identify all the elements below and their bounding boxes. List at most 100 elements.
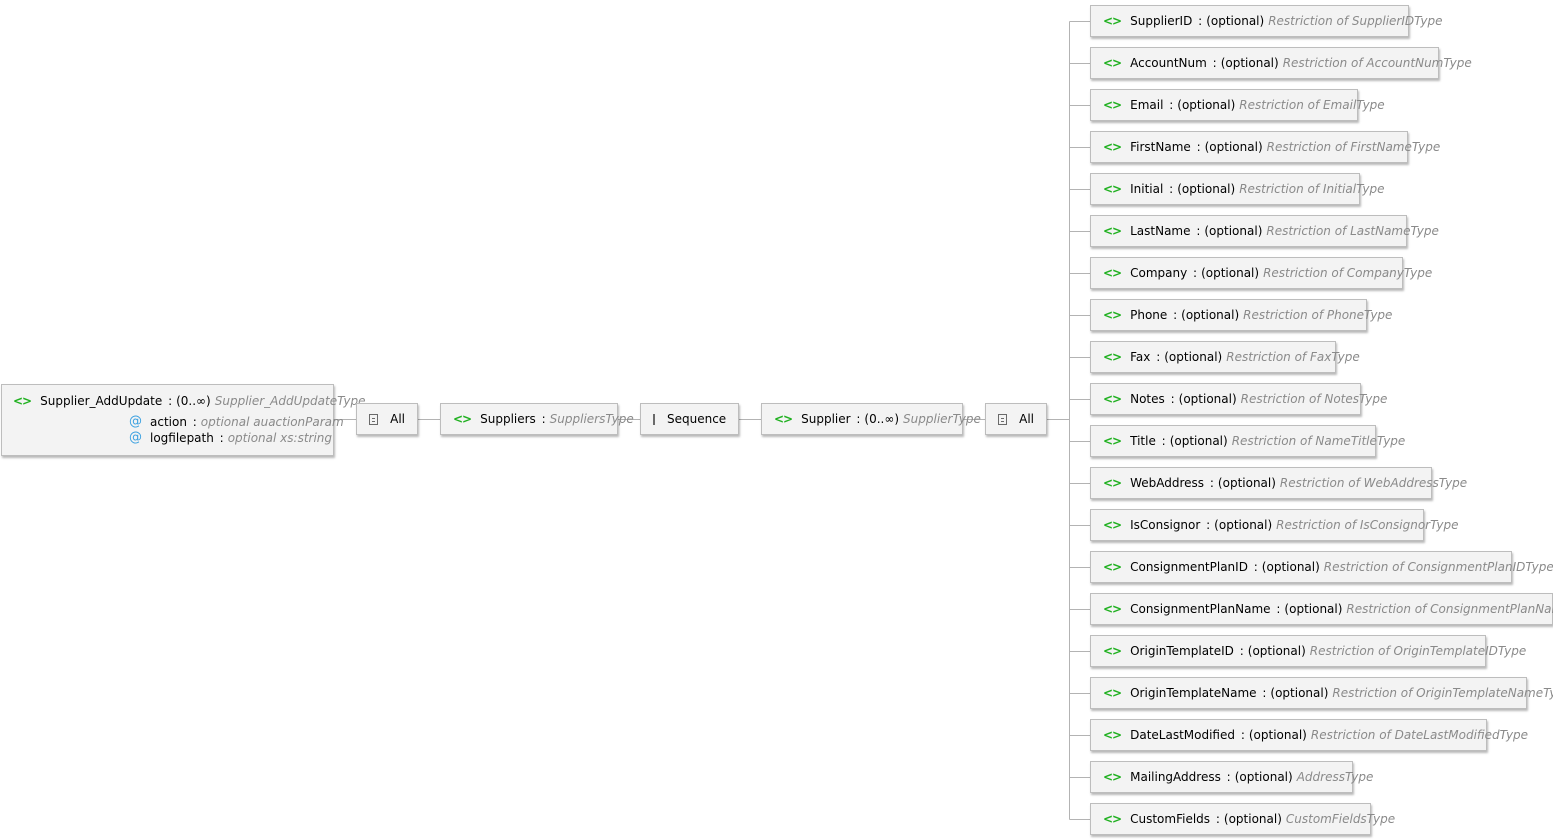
child-occurrence: (optional) <box>1248 728 1307 742</box>
child-occurrence: (optional) <box>1178 392 1237 406</box>
child-element-node[interactable]: <>LastName :(optional)Restriction of Las… <box>1090 215 1439 247</box>
root-type: Supplier_AddUpdateType <box>214 394 366 408</box>
sequence-compositor-node[interactable]: Sequence <box>640 403 739 435</box>
element-icon: <> <box>1103 434 1122 448</box>
child-type: Restriction of OriginTemplateIDType <box>1309 644 1527 658</box>
element-icon: <> <box>1103 308 1122 322</box>
element-icon: <> <box>1103 518 1122 532</box>
element-icon: <> <box>1103 140 1122 154</box>
child-element-node[interactable]: <>CustomFields :(optional)CustomFieldsTy… <box>1090 803 1395 835</box>
attribute-logfilepath[interactable]: @ logfilepath : optional xs:string <box>13 431 332 445</box>
compositor-label: All <box>390 412 405 426</box>
child-element-name: ConsignmentPlanName <box>1130 602 1271 616</box>
all-compositor-icon <box>998 413 1008 425</box>
element-icon: <> <box>774 412 793 426</box>
element-icon: <> <box>1103 476 1122 490</box>
child-occurrence: (optional) <box>1204 224 1263 238</box>
attribute-name: logfilepath <box>150 431 214 445</box>
child-element-node[interactable]: <>Company :(optional)Restriction of Comp… <box>1090 257 1432 289</box>
child-type: Restriction of AccountNumType <box>1282 56 1472 70</box>
child-type: Restriction of DateLastModifiedType <box>1310 728 1529 742</box>
child-element-node[interactable]: <>Initial :(optional)Restriction of Init… <box>1090 173 1385 205</box>
element-icon: <> <box>13 394 32 408</box>
element-icon: <> <box>1103 392 1122 406</box>
child-element-node[interactable]: <>Fax :(optional)Restriction of FaxType <box>1090 341 1360 373</box>
attribute-action[interactable]: @ action : optional auactionParam <box>13 414 344 429</box>
child-element-name: SupplierID <box>1130 14 1193 28</box>
child-element-node[interactable]: <>Phone :(optional)Restriction of PhoneT… <box>1090 299 1392 331</box>
child-occurrence: (optional) <box>1214 518 1273 532</box>
child-element-name: Initial <box>1130 182 1164 196</box>
element-icon: <> <box>1103 224 1122 238</box>
all-compositor-node[interactable]: All <box>985 403 1047 435</box>
attribute-name: action <box>150 415 187 429</box>
element-icon: <> <box>1103 686 1122 700</box>
child-type: Restriction of ConsignmentPlanNameType <box>1346 602 1553 616</box>
child-type: Restriction of EmailType <box>1239 98 1385 112</box>
child-type: Restriction of NotesType <box>1240 392 1388 406</box>
child-element-node[interactable]: <>Email :(optional)Restriction of EmailT… <box>1090 89 1385 121</box>
child-occurrence: (optional) <box>1270 686 1329 700</box>
child-element-node[interactable]: <>AccountNum :(optional)Restriction of A… <box>1090 47 1472 79</box>
child-occurrence: (optional) <box>1261 560 1320 574</box>
element-icon: <> <box>1103 350 1122 364</box>
child-element-node[interactable]: <>OriginTemplateID :(optional)Restrictio… <box>1090 635 1526 667</box>
child-element-node[interactable]: <>Notes :(optional)Restriction of NotesT… <box>1090 383 1387 415</box>
separator: : <box>164 394 173 408</box>
child-occurrence: (optional) <box>1164 350 1223 364</box>
suppliers-type: SuppliersType <box>549 412 634 426</box>
child-element-name: CustomFields <box>1130 812 1211 826</box>
root-element-name: Supplier_AddUpdate <box>40 394 163 408</box>
child-element-name: Fax <box>1130 350 1151 364</box>
child-element-node[interactable]: <>MailingAddress :(optional)AddressType <box>1090 761 1373 793</box>
child-occurrence: (optional) <box>1177 98 1236 112</box>
child-element-node[interactable]: <>OriginTemplateName :(optional)Restrict… <box>1090 677 1553 709</box>
element-icon: <> <box>1103 770 1122 784</box>
child-type: Restriction of InitialType <box>1239 182 1385 196</box>
separator: : <box>1169 308 1178 322</box>
separator: : <box>1258 686 1267 700</box>
separator: : <box>1235 644 1244 658</box>
child-element-name: AccountNum <box>1130 56 1207 70</box>
separator: : <box>1202 518 1211 532</box>
child-type: AddressType <box>1296 770 1374 784</box>
child-element-node[interactable]: <>SupplierID :(optional)Restriction of S… <box>1090 5 1443 37</box>
child-occurrence: (optional) <box>1169 434 1228 448</box>
child-element-node[interactable]: <>ConsignmentPlanName :(optional)Restric… <box>1090 593 1553 625</box>
supplier-occurrence: (0..∞) <box>864 412 900 426</box>
element-icon: <> <box>1103 812 1122 826</box>
separator: : <box>1272 602 1281 616</box>
element-icon: <> <box>453 412 472 426</box>
child-occurrence: (optional) <box>1177 182 1236 196</box>
child-occurrence: (optional) <box>1204 140 1263 154</box>
supplier-element-node[interactable]: <> Supplier : (0..∞) SupplierType <box>761 403 981 435</box>
compositor-label: Sequence <box>667 412 727 426</box>
suppliers-element-node[interactable]: <> Suppliers : SuppliersType <box>440 403 634 435</box>
child-element-name: DateLastModified <box>1130 728 1235 742</box>
child-element-node[interactable]: <>IsConsignor :(optional)Restriction of … <box>1090 509 1459 541</box>
child-element-node[interactable]: <>FirstName :(optional)Restriction of Fi… <box>1090 131 1440 163</box>
child-element-node[interactable]: <>ConsignmentPlanID :(optional)Restricti… <box>1090 551 1553 583</box>
separator: : <box>1192 224 1201 238</box>
element-icon: <> <box>1103 56 1122 70</box>
child-element-name: Company <box>1130 266 1188 280</box>
child-occurrence: (optional) <box>1181 308 1240 322</box>
separator: : <box>1222 770 1231 784</box>
separator: : <box>1212 812 1220 826</box>
child-element-name: Title <box>1130 434 1156 448</box>
child-element-node[interactable]: <>Title :(optional)Restriction of NameTi… <box>1090 425 1405 457</box>
supplier-name: Supplier <box>801 412 851 426</box>
child-element-name: MailingAddress <box>1130 770 1221 784</box>
attribute-icon: @ <box>129 414 142 429</box>
all-compositor-node[interactable]: All <box>356 403 418 435</box>
root-element-node[interactable]: <> Supplier_AddUpdate : (0..∞) Supplier_… <box>1 384 365 456</box>
element-icon: <> <box>1103 602 1122 616</box>
child-element-node[interactable]: <>WebAddress :(optional)Restriction of W… <box>1090 467 1467 499</box>
child-type: Restriction of IsConsignorType <box>1276 518 1459 532</box>
separator: : <box>1157 434 1166 448</box>
child-element-name: LastName <box>1130 224 1191 238</box>
separator: : <box>215 431 224 445</box>
child-element-name: ConsignmentPlanID <box>1130 560 1248 574</box>
child-element-node[interactable]: <>DateLastModified :(optional)Restrictio… <box>1090 719 1528 751</box>
